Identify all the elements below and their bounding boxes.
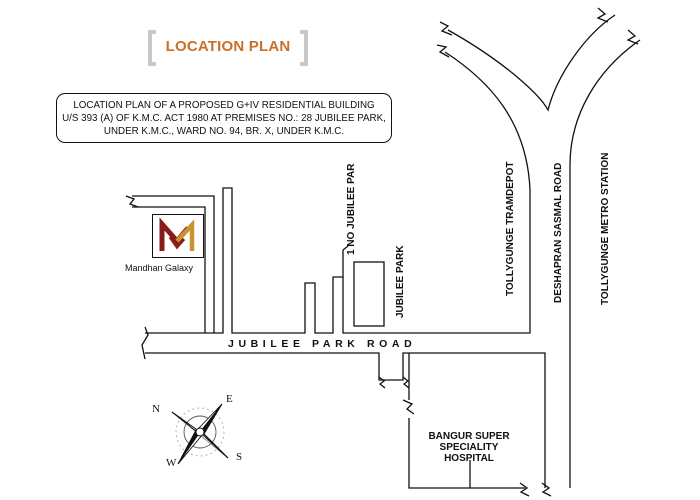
description-box: LOCATION PLAN OF A PROPOSED G+IV RESIDEN… [56, 93, 392, 143]
hospital-label-line: BANGUR SUPER [428, 431, 510, 442]
road-label-1-no-jubilee-park: 1 NO JUBILEE PAR [346, 163, 357, 255]
road-edge [342, 245, 349, 251]
page-title: LOCATION PLAN [165, 38, 291, 55]
break-mark [436, 44, 450, 58]
break-mark [125, 195, 139, 208]
title-bracket-left [148, 30, 156, 66]
break-mark [141, 326, 149, 360]
description-line: UNDER K.M.C., WARD NO. 94, BR. X, UNDER … [103, 126, 345, 137]
road-edge [145, 352, 546, 488]
road-edge [132, 206, 206, 333]
road-label-deshapran-sasmal-road: DESHAPRAN SASMAL ROAD [553, 163, 564, 303]
break-mark [626, 29, 639, 45]
road-label-jubilee-park-road: JUBILEE PARK ROAD [228, 338, 416, 350]
break-mark [439, 21, 453, 36]
road-edge [145, 187, 344, 334]
building-block [353, 261, 385, 327]
compass-w-label: W [166, 457, 177, 469]
hospital-label: BANGUR SUPER SPECIALITY HOSPITAL [410, 431, 528, 464]
road-edge [569, 39, 641, 488]
title-bracket-right [300, 30, 308, 66]
break-mark [402, 376, 410, 389]
road-edge [132, 195, 215, 333]
description-line: LOCATION PLAN OF A PROPOSED G+IV RESIDEN… [73, 100, 375, 111]
compass-n-label: N [152, 403, 160, 415]
road-label-tollygunge-tramdepot: TOLLYGUNGE TRAMDEPOT [505, 162, 516, 296]
break-mark [378, 376, 386, 389]
compass-e-label: E [226, 393, 233, 405]
break-mark [541, 482, 552, 497]
title-frame: LOCATION PLAN [148, 30, 308, 66]
site-name-label: Mandhan Galaxy [125, 263, 194, 273]
compass-s-label: S [236, 451, 242, 463]
road-edge [447, 14, 616, 112]
site-logo-box [152, 214, 204, 258]
compass-rose [171, 403, 229, 465]
hospital-label-line: SPECIALITY [439, 442, 499, 453]
break-mark [596, 7, 609, 23]
road-edge [408, 418, 525, 489]
road-edge [342, 51, 531, 334]
break-mark [519, 482, 530, 497]
road-label-tollygunge-metro-station: TOLLYGUNGE METRO STATION [600, 153, 611, 305]
mandhan-logo-icon [159, 217, 195, 251]
description-line: U/S 393 (A) OF K.M.C. ACT 1980 AT PREMIS… [62, 113, 386, 124]
road-label-jubilee-park: JUBILEE PARK [395, 245, 406, 318]
break-mark [402, 399, 415, 415]
hospital-label-line: HOSPITAL [444, 453, 494, 464]
